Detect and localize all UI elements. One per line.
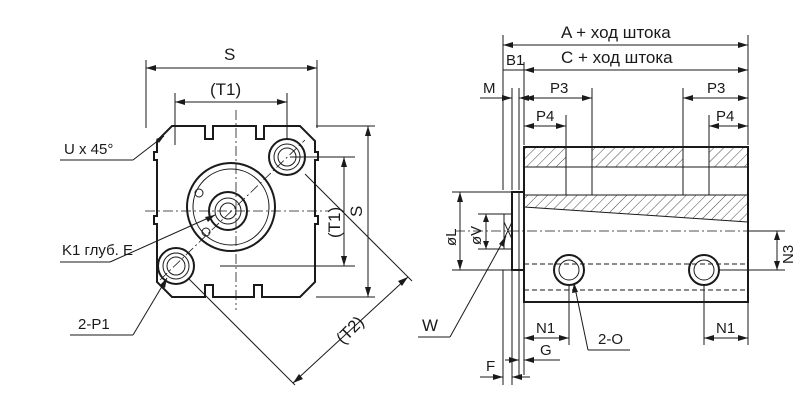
rod-circle: [208, 191, 248, 231]
front-view: S (T1) U x 45° K1 глуб. E 2-P1 S: [60, 45, 413, 386]
dim-N3: N3: [780, 245, 797, 264]
dim-P3-right: P3: [707, 80, 725, 97]
body-hatch-top: [524, 147, 748, 167]
side-view: A + ход штока C + ход штока B1 M P3 P3: [418, 23, 797, 385]
dim-V: øV: [468, 226, 485, 245]
dim-A: A + ход штока: [561, 23, 671, 42]
dim-N1-left: N1: [536, 320, 555, 337]
label-P1: 2-P1: [78, 316, 110, 333]
dim-T1-side: (T1): [325, 207, 344, 238]
dim-P4-left: P4: [536, 108, 554, 125]
dim-F: F: [486, 358, 495, 375]
dim-N1-right: N1: [716, 320, 735, 337]
front-boss: [186, 162, 276, 252]
dim-C: C + ход штока: [561, 48, 673, 67]
dim-L: øL: [443, 228, 460, 246]
dim-S-top: S: [224, 45, 235, 64]
dim-T2: (T2): [332, 312, 367, 347]
dim-G: G: [540, 342, 552, 359]
dim-M: M: [483, 80, 496, 97]
label-O: 2-O: [598, 331, 623, 348]
body-hatch-taper: [524, 195, 748, 222]
dim-T1-top: (T1): [210, 80, 241, 99]
port-lower: [157, 247, 195, 285]
dim-P4-right: P4: [716, 108, 734, 125]
label-chamfer: U x 45°: [64, 141, 113, 158]
label-K1: K1 глуб. E: [62, 242, 133, 259]
dim-P3-left: P3: [550, 80, 568, 97]
dim-S-side: S: [347, 206, 366, 217]
label-W: W: [422, 316, 438, 335]
dim-B1: B1: [506, 52, 524, 69]
